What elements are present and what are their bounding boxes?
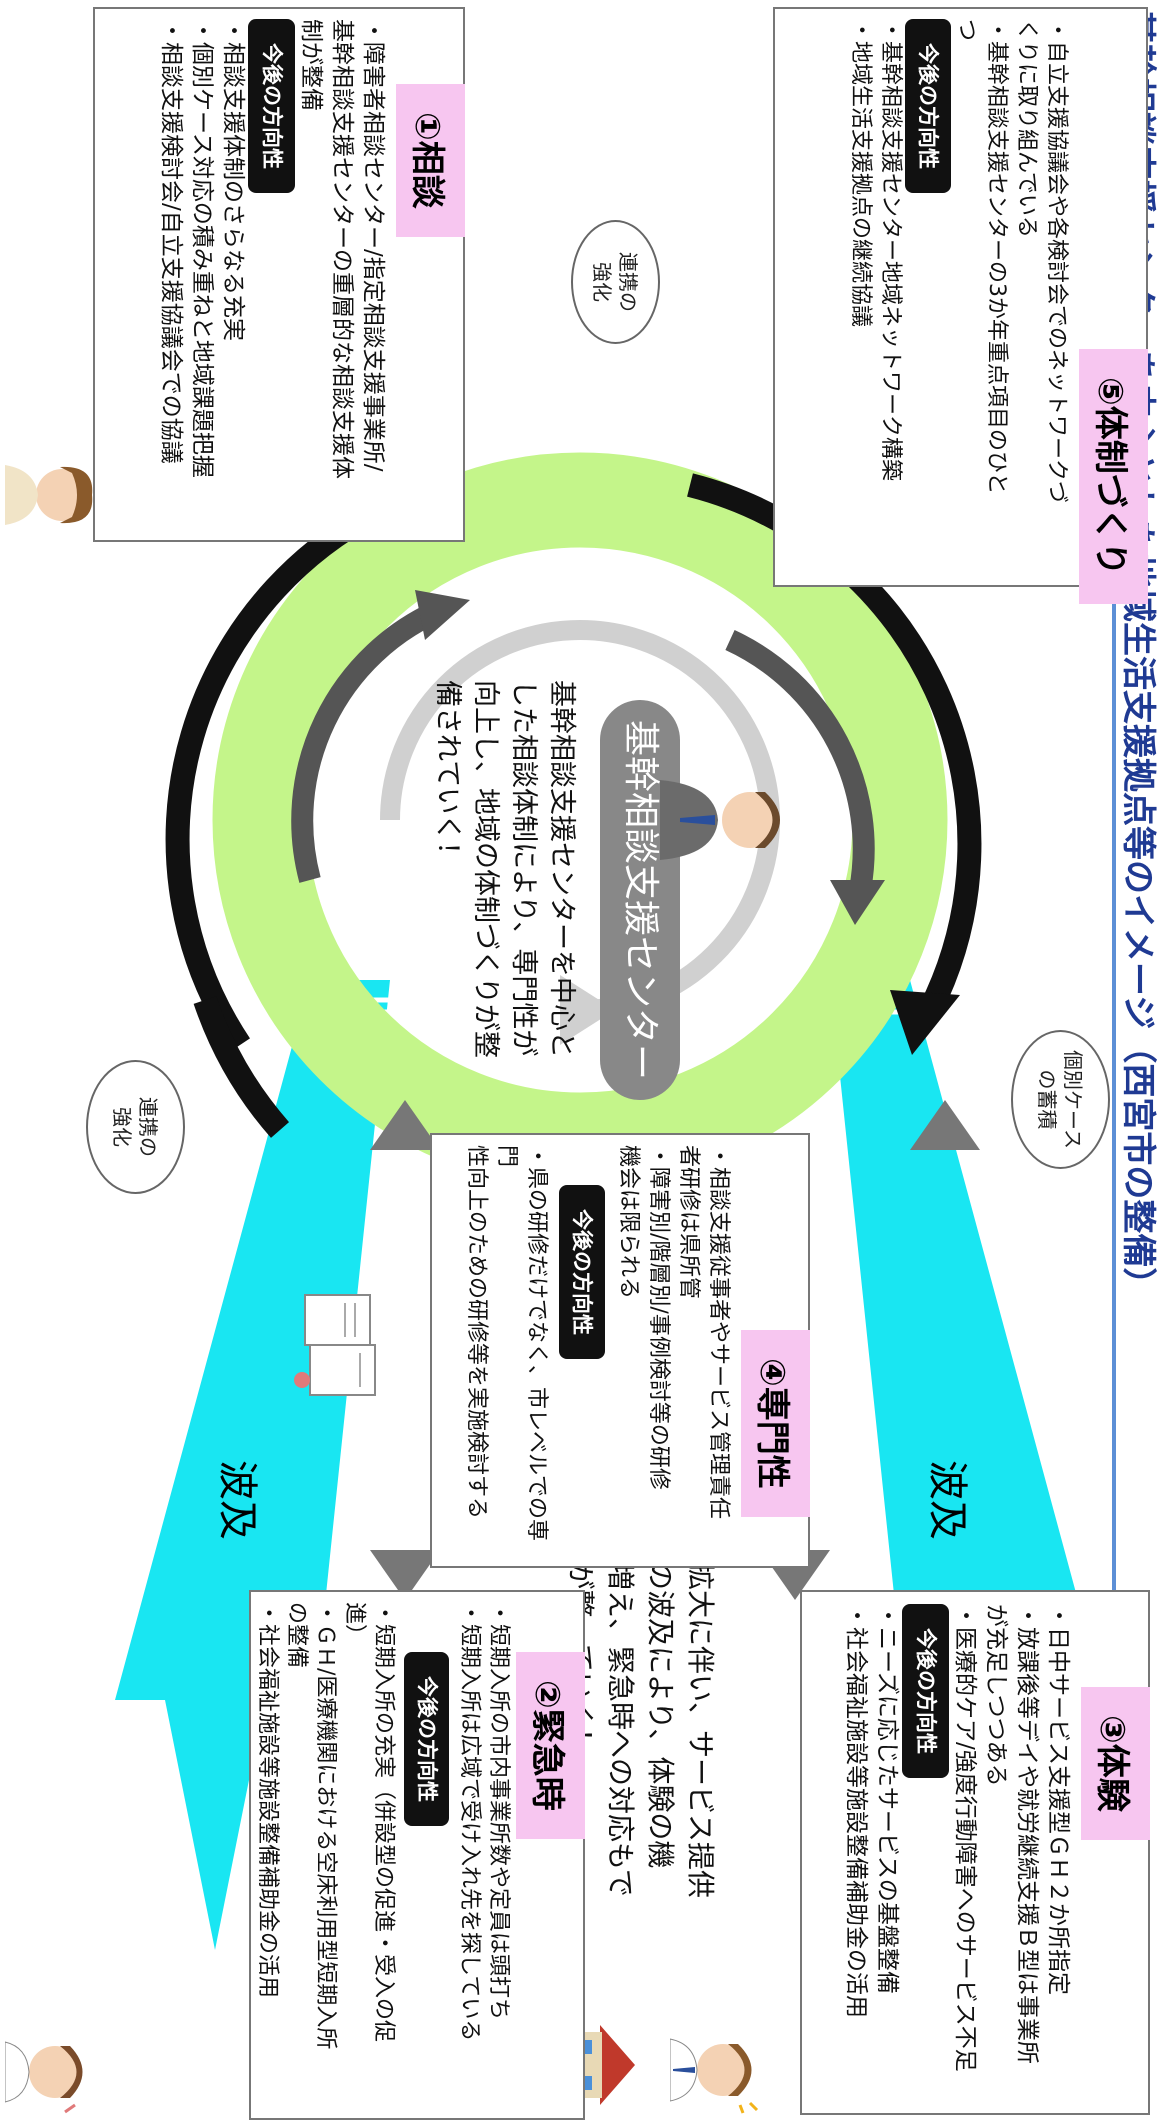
card-soudan-body: ・障害者相談センター/指定相談支援事業所/ 基幹相談支援センターの重層的な相談支… xyxy=(158,19,386,479)
lime-ring xyxy=(212,452,948,1188)
link-bubble-bottom: 連携の強化 xyxy=(571,220,660,344)
consultant-figure xyxy=(660,780,780,860)
card-kinkyu: ②緊急時 ・短期入所の市内事業所数や定員は頭打ち ・短期入所は広域で受け入れ先を… xyxy=(249,1590,585,2120)
link-bubble-top: 連携の強化 xyxy=(86,1060,185,1194)
future-direction-badge: 今後の方向性 xyxy=(248,19,295,193)
future-direction-badge: 今後の方向性 xyxy=(902,1604,949,1778)
future-direction-badge: 今後の方向性 xyxy=(404,1652,449,1826)
card-senmon: ④専門性 ・相談支援従事者やサービス管理責任 者研修は県所管 ・障害別/階層別/… xyxy=(430,1133,810,1568)
card-senmon-title: ④専門性 xyxy=(741,1330,810,1517)
card-taiken: ③体験 ・日中サービス支援型ＧＨ２か所指定 ・放課後等デイや就労継続支援Ｂ型は事… xyxy=(800,1590,1150,2115)
future-direction-badge: 今後の方向性 xyxy=(559,1185,605,1359)
card-kinkyu-body: ・短期入所の市内事業所数や定員は頭打ち ・短期入所は広域で受け入れ先を探している… xyxy=(255,1602,511,2050)
card-taisei: ⑤体制づくり ・自立支援協議会や各検討会でのネットワークづ くりに取り組んでいる… xyxy=(773,7,1148,604)
spread-arrow-right xyxy=(115,980,390,1950)
documents-icon xyxy=(294,1294,376,1396)
card-taisei-body: ・自立支援協議会や各検討会でのネットワークづ くりに取り組んでいる ・基幹相談支… xyxy=(848,19,1069,504)
spread-label-left: 波及 xyxy=(924,1460,970,1540)
card-taiken-title: ③体験 xyxy=(1081,1687,1150,1840)
card-kinkyu-title: ②緊急時 xyxy=(516,1652,585,1839)
card-soudan-title: ①相談 xyxy=(396,84,465,237)
man-avatar-ok xyxy=(670,2038,759,2114)
card-taisei-title: ⑤体制づくり xyxy=(1079,349,1148,604)
spread-label-right: 波及 xyxy=(214,1460,260,1540)
card-taiken-body: ・日中サービス支援型ＧＨ２か所指定 ・放課後等デイや就労継続支援Ｂ型は事業所 が… xyxy=(843,1604,1071,2072)
card-soudan: ①相談 ・障害者相談センター/指定相談支援事業所/ 基幹相談支援センターの重層的… xyxy=(93,7,465,542)
man-avatar-alert xyxy=(5,2041,83,2114)
woman-avatar xyxy=(5,465,93,525)
card-senmon-body: ・相談支援従事者やサービス管理責任 者研修は県所管 ・障害別/階層別/事例検討等… xyxy=(464,1145,731,1542)
case-bubble: 個別ケースの蓄積 xyxy=(1011,1030,1110,1169)
future-direction-badge: 今後の方向性 xyxy=(905,19,951,193)
center-text: 基幹相談支援センターを中心と した相談体制により、専門性が 向上し、地域の体制づ… xyxy=(432,680,577,1058)
